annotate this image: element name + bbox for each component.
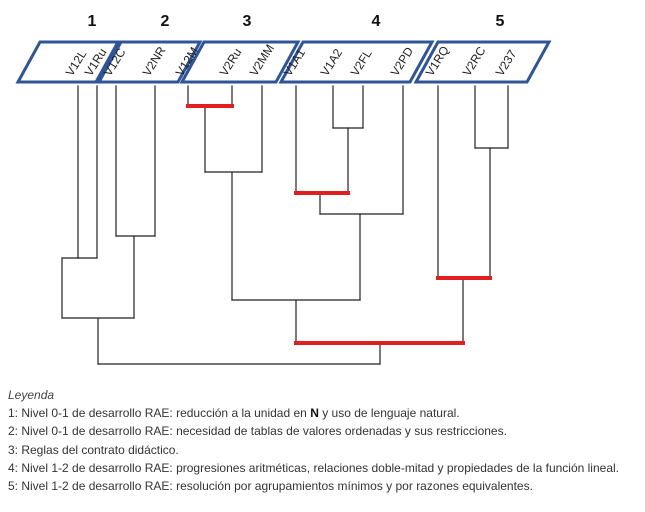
cluster-number-3: 3 — [243, 13, 252, 30]
legend-item-3: 3: Reglas del contrato didáctico. — [8, 441, 638, 459]
cluster-number-5: 5 — [496, 13, 505, 30]
legend-item-1: 1: Nivel 0-1 de desarrollo RAE: reducció… — [8, 404, 638, 422]
cluster-box-3 — [179, 40, 301, 84]
legend-item-4: 4: Nivel 1-2 de desarrollo RAE: progresi… — [8, 459, 638, 477]
cluster-number-4: 4 — [372, 13, 381, 30]
cluster-number-2: 2 — [161, 13, 170, 30]
dendrogram-tree — [61, 85, 509, 365]
legend: Leyenda 1: Nivel 0-1 de desarrollo RAE: … — [8, 386, 638, 495]
legend-item-5-text: 5: Nivel 1-2 de desarrollo RAE: resoluci… — [8, 479, 533, 494]
legend-item-2-text: 2: Nivel 0-1 de desarrollo RAE: necesida… — [8, 424, 507, 439]
legend-item-5: 5: Nivel 1-2 de desarrollo RAE: resoluci… — [8, 477, 638, 495]
legend-item-1-text-end: y uso de lenguaje natural. — [318, 406, 460, 421]
legend-item-1-bold: N — [310, 406, 319, 421]
legend-item-3-text: 3: Reglas del contrato didáctico. — [8, 442, 179, 457]
legend-item-4-text: 4: Nivel 1-2 de desarrollo RAE: progresi… — [8, 460, 619, 475]
cluster-box-2 — [96, 40, 203, 84]
cluster-boxes — [15, 40, 552, 84]
legend-item-2: 2: Nivel 0-1 de desarrollo RAE: necesida… — [8, 422, 638, 440]
cluster-box-1 — [15, 40, 121, 84]
cluster-box-5 — [413, 40, 552, 84]
cluster-numbers: 1 2 3 4 5 — [88, 13, 505, 30]
legend-item-1-text: 1: Nivel 0-1 de desarrollo RAE: reducció… — [8, 406, 311, 421]
cluster-box-4 — [278, 40, 435, 84]
legend-title: Leyenda — [8, 388, 55, 402]
cluster-number-1: 1 — [88, 13, 97, 30]
